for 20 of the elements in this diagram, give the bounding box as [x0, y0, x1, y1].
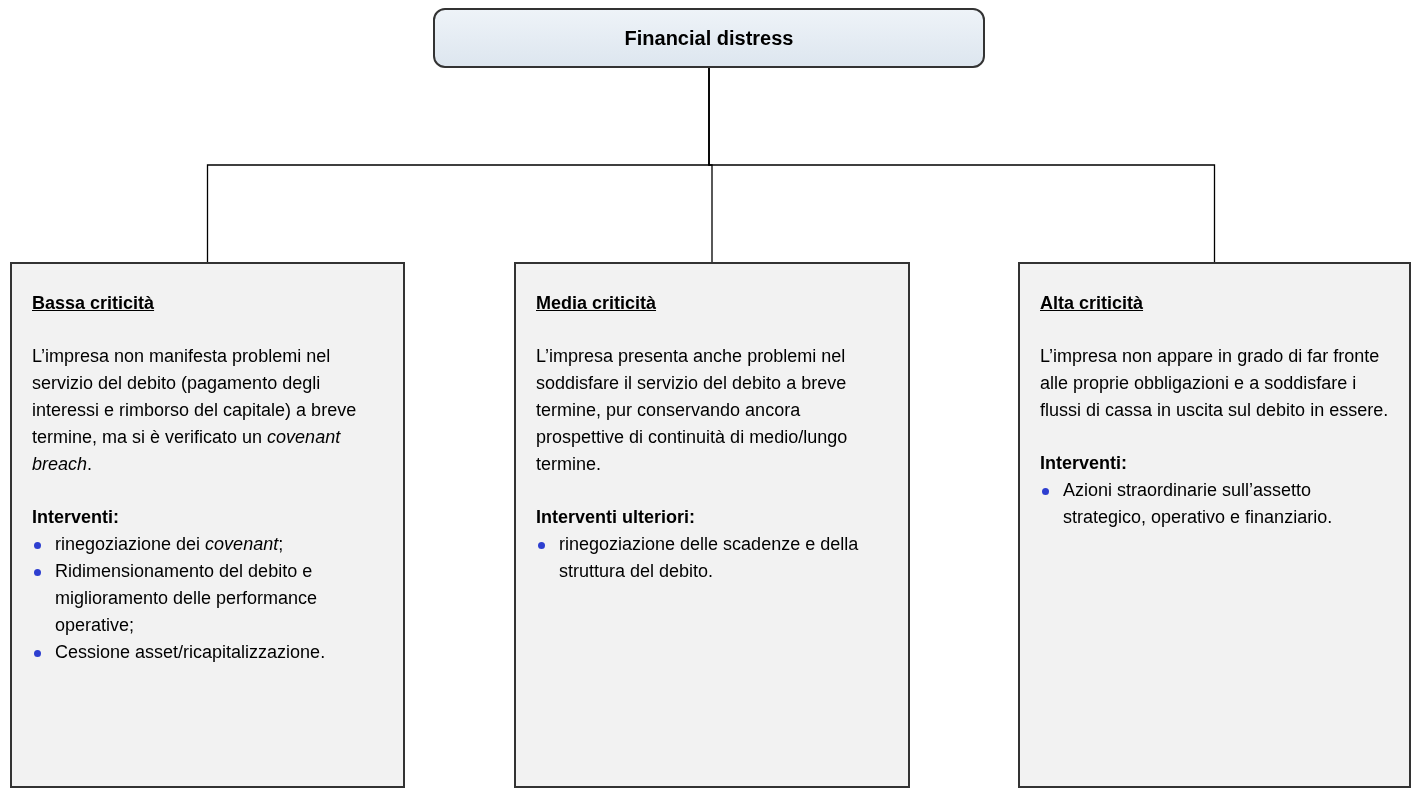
category-box — [1018, 262, 1411, 788]
category-heading: Bassa criticità — [32, 292, 156, 315]
category-heading: Media criticità — [536, 292, 658, 315]
category-box — [514, 262, 910, 788]
interventions-heading: Interventi: — [1040, 452, 1128, 475]
connector-line — [708, 67, 1216, 263]
category-box — [10, 262, 405, 788]
title-text: Financial distress — [624, 26, 794, 51]
description-text: L’impresa presenta anche problemi nel soddisfare il servizio del debito a breve termine, pur conservando ancora prospettive di continuità di medio/lungo termine. — [536, 345, 849, 476]
bullet-text: rinegoziazione delle scadenze e della struttura del debito. — [559, 533, 860, 583]
description-text: L’impresa non manifesta problemi nel servizio del debito (pagamento degli interessi e rimborso del capitale) a breve termine, ma si è verificato un covenant breach. — [32, 345, 358, 476]
bullet-text: rinegoziazione dei covenant; — [55, 533, 284, 556]
bullet-text: Cessione asset/ricapitalizzazione. — [55, 641, 326, 664]
interventions-heading: Interventi: — [32, 506, 120, 529]
bullet-text: Azioni straordinarie sull’assetto strategico, operativo e finanziario. — [1063, 479, 1334, 529]
bullet-text: Ridimensionamento del debito e miglioramento delle performance operative; — [55, 560, 319, 637]
category-heading: Alta criticità — [1040, 292, 1145, 315]
interventions-heading: Interventi ulteriori: — [536, 506, 697, 529]
description-text: L’impresa non appare in grado di far fronte alle proprie obbligazioni e a soddisfare i flussi di cassa in uscita sul debito in essere. — [1040, 345, 1390, 422]
title-box — [433, 8, 985, 68]
